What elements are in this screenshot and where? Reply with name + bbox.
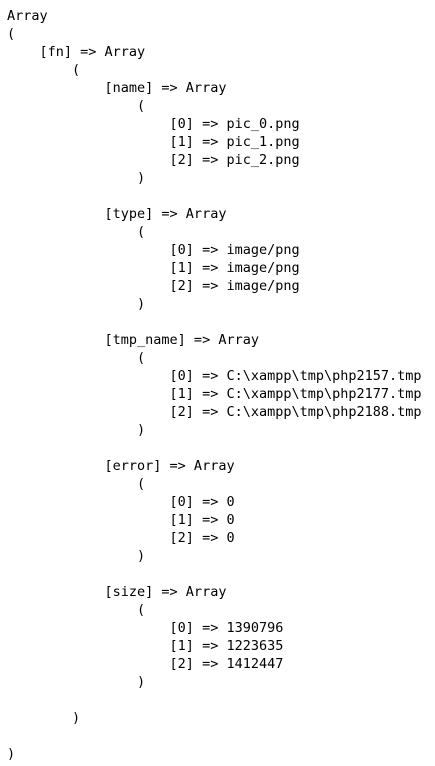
output-line: ( [7,224,146,240]
output-line: [1] => pic_1.png [7,134,300,150]
output-line: [1] => C:\xampp\tmp\php2177.tmp [7,386,422,402]
output-line: [0] => 0 [7,494,235,510]
output-line: [tmp_name] => Array [7,332,259,348]
output-line: [2] => 0 [7,530,235,546]
output-line: [2] => 1412447 [7,656,284,672]
output-line: ( [7,62,81,78]
output-line: [name] => Array [7,80,227,96]
output-line: [1] => image/png [7,260,300,276]
output-line: [fn] => Array [7,44,146,60]
output-line: ( [7,98,146,114]
output-line: ( [7,26,16,42]
output-line: ) [7,422,146,438]
output-line: [size] => Array [7,584,227,600]
output-line: ) [7,170,146,186]
output-line: [type] => Array [7,206,227,222]
output-line: ( [7,476,146,492]
output-line: ) [7,674,146,690]
output-line: ) [7,548,146,564]
output-line: [2] => image/png [7,278,300,294]
output-line: [2] => C:\xampp\tmp\php2188.tmp [7,404,422,420]
output-line: ) [7,710,81,726]
output-line: ( [7,350,146,366]
output-line: Array [7,8,48,24]
output-line: ) [7,296,146,312]
output-line: ) [7,746,16,762]
output-line: [0] => image/png [7,242,300,258]
output-line: ( [7,602,146,618]
output-line: [0] => pic_0.png [7,116,300,132]
output-line: [1] => 0 [7,512,235,528]
output-line: [1] => 1223635 [7,638,284,654]
output-line: [0] => C:\xampp\tmp\php2157.tmp [7,368,422,384]
output-line: [0] => 1390796 [7,620,284,636]
output-line: [error] => Array [7,458,235,474]
output-line: [2] => pic_2.png [7,152,300,168]
